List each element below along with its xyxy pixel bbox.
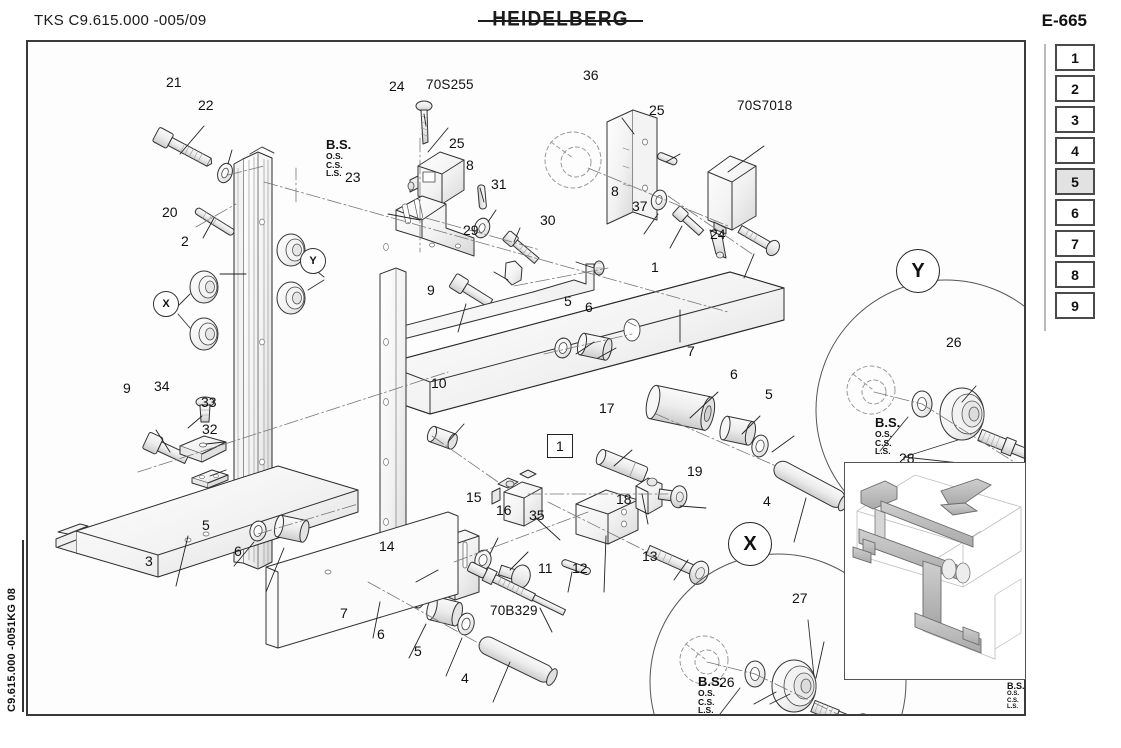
part-callout-13: 13 <box>642 548 658 564</box>
part-callout-6: 6 <box>234 543 242 559</box>
section-tab-9[interactable]: 9 <box>1055 292 1095 319</box>
part-callout-3: 3 <box>145 553 153 569</box>
part-callout-25: 25 <box>649 102 665 118</box>
section-tab-5[interactable]: 5 <box>1055 168 1095 195</box>
part-callout-11: 11 <box>538 560 553 576</box>
part-callout-25: 25 <box>449 135 465 151</box>
part-callout-6: 6 <box>730 366 738 382</box>
section-tab-6[interactable]: 6 <box>1055 199 1095 226</box>
part-callout-6: 6 <box>377 626 385 642</box>
part-callout-9: 9 <box>123 380 131 396</box>
document-code: TKS C9.615.000 -005/09 <box>34 12 207 29</box>
detail-view-marker-x: X <box>728 522 772 566</box>
part-callout-33: 33 <box>201 394 217 410</box>
part-callout-24: 24 <box>710 226 726 242</box>
part-callout-14: 14 <box>379 538 395 554</box>
exploded-parts-drawing <box>55 100 1024 714</box>
part-callout-34: 34 <box>154 378 170 394</box>
part-callout-26: 26 <box>946 334 962 350</box>
part-callout-32: 32 <box>202 421 218 437</box>
code-70b329: 70B329 <box>490 603 538 618</box>
part-callout-29: 29 <box>463 222 479 238</box>
part-callout-7: 7 <box>687 343 695 359</box>
page-header: TKS C9.615.000 -005/09 HEIDELBERG E-665 <box>0 0 1121 40</box>
part-callout-5: 5 <box>414 643 422 659</box>
bs-label-inset: B.S. O.S. C.S. L.S. <box>1007 681 1025 711</box>
inset-drawing <box>852 474 1022 660</box>
detail-ref-marker-x: X <box>153 291 179 317</box>
part-callout-5: 5 <box>202 517 210 533</box>
brand-logo: HEIDELBERG <box>0 7 1121 32</box>
section-tab-3[interactable]: 3 <box>1055 106 1095 133</box>
page-code: E-665 <box>1041 11 1087 30</box>
part-callout-37: 37 <box>632 198 648 214</box>
section-tab-4[interactable]: 4 <box>1055 137 1095 164</box>
part-callout-4: 4 <box>763 493 771 509</box>
code-70s7018: 70S7018 <box>737 98 793 113</box>
part-callout-30: 30 <box>540 212 556 228</box>
bs-label-detail-y: B.S. O.S. C.S. L.S. <box>875 415 901 457</box>
detail-ref-marker-y: Y <box>300 248 326 274</box>
part-callout-27: 27 <box>792 590 808 606</box>
part-callout-23: 23 <box>345 169 361 185</box>
part-callout-1: 1 <box>651 259 659 275</box>
left-margin-rule <box>22 540 24 712</box>
part-callout-35: 35 <box>529 507 545 523</box>
detail-view-marker-y: Y <box>896 249 940 293</box>
section-tab-8[interactable]: 8 <box>1055 261 1095 288</box>
boxed-callout-1: 1 <box>547 434 573 458</box>
part-callout-7: 7 <box>340 605 348 621</box>
assembly-overview-inset <box>844 462 1026 680</box>
section-tab-2[interactable]: 2 <box>1055 75 1095 102</box>
section-tab-1[interactable]: 1 <box>1055 44 1095 71</box>
part-callout-4: 4 <box>461 670 469 686</box>
part-callout-18: 18 <box>616 491 632 507</box>
part-callout-36: 36 <box>583 67 599 83</box>
code-70s255: 70S255 <box>426 77 474 92</box>
bs-label-detail-x: B.S. O.S. C.S. L.S. <box>698 674 724 716</box>
part-callout-6: 6 <box>585 299 593 315</box>
bs-label-main: B.S. O.S. C.S. L.S. <box>326 137 352 179</box>
section-tabs: 1 2 3 4 5 6 7 8 9 <box>1055 44 1095 323</box>
part-callout-2: 2 <box>181 233 189 249</box>
part-callout-19: 19 <box>687 463 703 479</box>
side-label-text: C9.615.000 -0051KG 08 <box>6 587 18 712</box>
section-tab-7[interactable]: 7 <box>1055 230 1095 257</box>
part-callout-20: 20 <box>162 204 178 220</box>
part-callout-9: 9 <box>427 282 435 298</box>
part-callout-8: 8 <box>466 157 474 173</box>
part-callout-5: 5 <box>564 293 572 309</box>
part-callout-21: 21 <box>166 74 182 90</box>
part-callout-31: 31 <box>491 176 507 192</box>
part-callout-5: 5 <box>765 386 773 402</box>
part-callout-12: 12 <box>572 560 588 576</box>
part-callout-17: 17 <box>599 400 615 416</box>
part-callout-16: 16 <box>496 502 512 518</box>
brand-strike-line <box>478 20 643 23</box>
part-callout-26: 26 <box>719 674 735 690</box>
part-callout-24: 24 <box>389 78 405 94</box>
part-callout-15: 15 <box>466 489 482 505</box>
part-callout-10: 10 <box>431 375 447 391</box>
tab-rail <box>1044 44 1046 331</box>
brand-text: HEIDELBERG <box>492 7 629 32</box>
part-callout-22: 22 <box>198 97 214 113</box>
part-callout-8: 8 <box>611 183 619 199</box>
left-margin-label: C9.615.000 -0051KG 08 <box>6 540 24 712</box>
